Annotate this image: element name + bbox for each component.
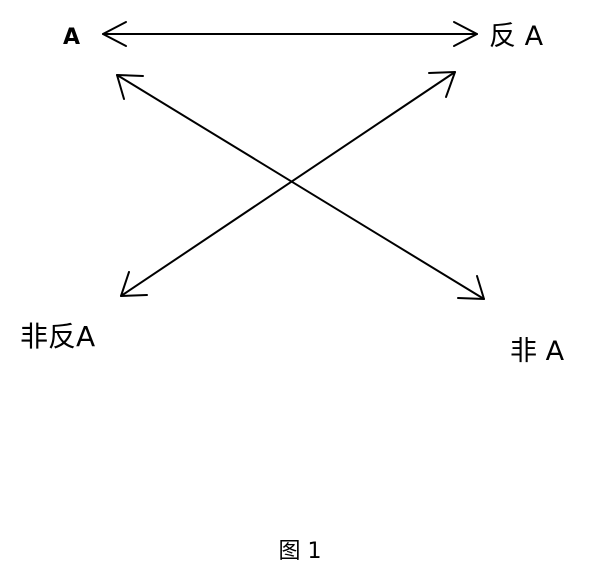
edge-a-non-a bbox=[116, 74, 485, 300]
edge-anti-a-non-anti-a bbox=[120, 71, 456, 297]
edge-a-anti-a bbox=[102, 21, 478, 47]
figure-caption: 图 1 bbox=[278, 539, 322, 564]
node-non-anti-a: 非反A bbox=[20, 320, 96, 353]
node-anti-a: 反 A bbox=[489, 21, 544, 52]
node-a: A bbox=[63, 25, 81, 50]
node-non-a: 非 A bbox=[510, 336, 565, 367]
